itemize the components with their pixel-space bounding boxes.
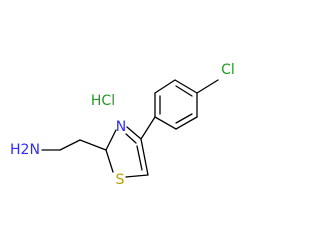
chlorine-label: Cl: [221, 62, 235, 78]
bond: [154, 116, 177, 130]
bond: [136, 145, 143, 171]
bond: [126, 126, 142, 140]
amine-text: H2N: [10, 142, 40, 158]
salt-label: HCl: [91, 93, 115, 109]
bond: [59, 139, 81, 151]
bond: [140, 138, 149, 176]
bond: [196, 79, 219, 94]
bond: [125, 133, 137, 144]
bond: [175, 85, 193, 97]
bond: [154, 79, 176, 94]
amine-label: H2N: [10, 142, 40, 158]
bond: [105, 149, 114, 173]
structure-canvas: Cl N S H2N HCl: [10, 62, 235, 188]
bond: [174, 79, 198, 94]
molecule-drawing: Cl N S H2N HCl: [10, 62, 235, 188]
bond: [79, 139, 107, 151]
bond: [175, 116, 198, 130]
bond: [175, 113, 193, 124]
bond: [125, 174, 149, 178]
bond: [105, 129, 117, 151]
nitrogen-label: N: [116, 119, 126, 135]
ethylamine-chain: [41, 139, 107, 151]
chlorophenyl-ring: [154, 79, 219, 130]
sulfur-label: S: [116, 172, 125, 188]
bond: [140, 116, 156, 140]
thiazole-ring: [105, 116, 156, 178]
